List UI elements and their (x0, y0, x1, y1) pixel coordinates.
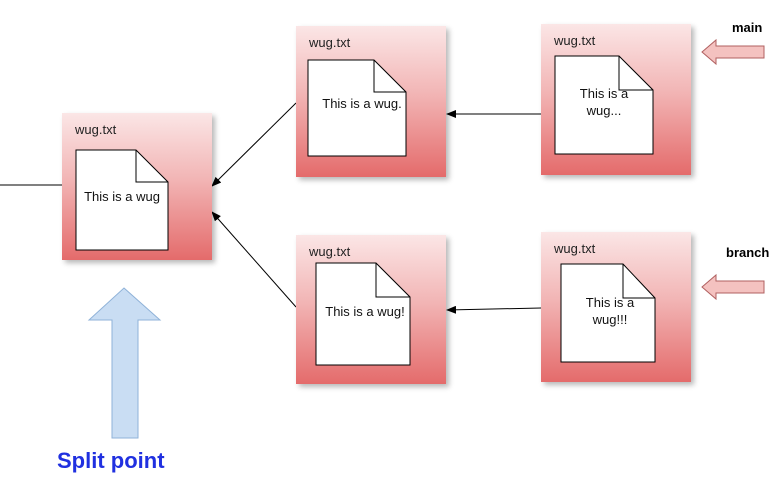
split-point-label: Split point (57, 448, 165, 473)
file-name: wug.txt (75, 122, 117, 137)
file-content-line-1: This is a (579, 86, 629, 101)
file-name: wug.txt (309, 35, 351, 50)
file-icon (560, 263, 656, 363)
edge-main-mid-to-split (211, 102, 297, 187)
edge-branch-mid-to-split (211, 211, 297, 308)
edge-branch-tip-to-branch-mid (446, 305, 542, 314)
commit-node-split[interactable]: wug.txt This is a wug (62, 113, 212, 260)
file-content-line-2: wug!!! (592, 312, 628, 327)
branch-label: branch (726, 245, 770, 260)
file-content: This is a wug. (322, 96, 402, 111)
file-name: wug.txt (309, 244, 351, 259)
file-icon (307, 59, 407, 157)
file-content-line-1: This is a (585, 295, 635, 310)
main-pointer-arrow (701, 38, 765, 66)
main-label: main (732, 20, 763, 35)
file-content: This is a wug! (325, 304, 405, 319)
commit-node-main-mid[interactable]: wug.txt This is a wug. (296, 26, 446, 177)
file-content: This is a wug (84, 189, 160, 204)
branch-pointer-arrow (701, 273, 765, 301)
file-name: wug.txt (554, 241, 596, 256)
commit-node-branch-mid[interactable]: wug.txt This is a wug! (296, 235, 446, 384)
file-name: wug.txt (554, 33, 596, 48)
file-icon (75, 149, 169, 251)
file-icon (315, 262, 411, 366)
file-icon (554, 55, 654, 155)
split-point-arrow (87, 287, 162, 439)
commit-node-main-tip[interactable]: wug.txt This is a wug... (541, 24, 691, 175)
file-content-line-2: wug... (586, 103, 622, 118)
commit-node-branch-tip[interactable]: wug.txt This is a wug!!! (541, 232, 691, 382)
